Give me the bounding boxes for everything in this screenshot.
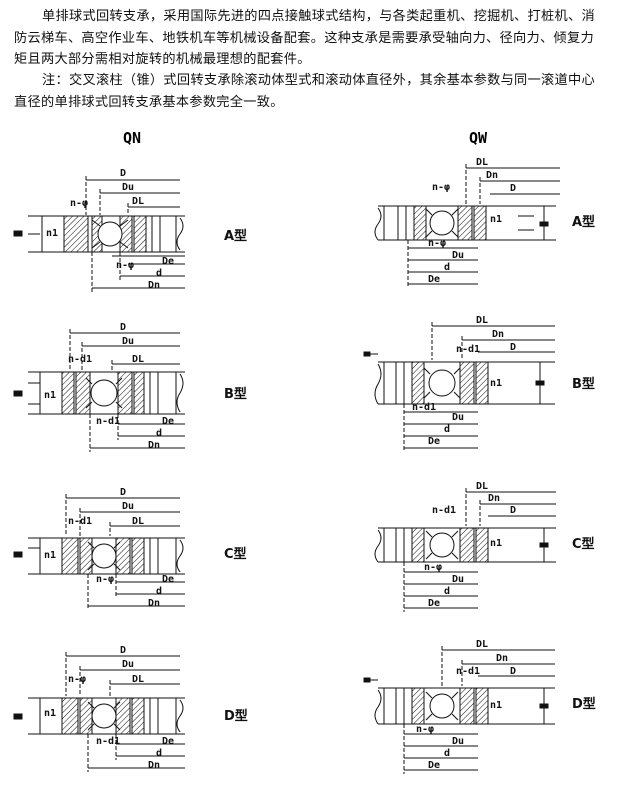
qn-a-label-D: D [120,168,126,179]
qn-b-label-DL: DL [132,354,144,365]
qn-d-label-DL: DL [132,674,144,685]
qn-a-label-De: De [162,256,174,267]
qn-b-label-Du: Du [122,336,134,347]
qw-b-label-d: d [444,424,450,435]
qw-d-label-Dn: Dn [496,653,508,664]
qn-b-label-D: D [120,322,126,333]
qw-b-label-n-d1: n-d1 [456,344,480,355]
qw-type-d-label: D型 [572,696,596,712]
qw-d-label-De: De [428,760,440,771]
qn-b-label-n1: n1 [44,390,56,401]
qn-d-label-n-d1: n-d1 [96,736,120,747]
qw-c-label-D: D [510,505,516,516]
qw-type-a-label: A型 [572,214,595,230]
qw-a-label-n-phi-bottom: n-φ [428,238,446,249]
qn-d-label-d: d [156,748,162,759]
qw-a-label-DL: DL [476,157,488,168]
qw-d-label-D: D [510,666,516,677]
qw-type-c-label: C型 [572,536,595,552]
qn-a-label-n-phi: n-φ [70,198,88,209]
qw-c-label-Dn: Dn [488,493,500,504]
qn-d-label-Du: Du [122,659,134,670]
qw-a-label-Du: Du [452,250,464,261]
qw-b-label-De: De [428,436,440,447]
qn-a-label-d: d [156,268,162,279]
qn-type-c-label: C型 [224,546,247,562]
qw-c-label-n-d1: n-d1 [432,505,456,516]
qw-b-label-n-d1-bottom: n-d1 [412,402,436,413]
qw-a-label-n-phi: n-φ [432,182,450,193]
qw-c-label-d: d [444,586,450,597]
qn-b-label-d: d [156,428,162,439]
qn-a-label-n-phi-bottom: n-φ [116,260,134,271]
intro-paragraph-2: 注：交叉滚柱（锥）式回转支承除滚动体型式和滚动体直径外，其余基本参数与同一滚道中… [14,73,595,110]
qn-type-d-drawing [13,652,185,772]
qw-c-label-n1: n1 [490,538,502,549]
qw-d-label-n-phi: n-φ [416,724,434,735]
qw-d-label-d: d [444,748,450,759]
qn-d-label-n1: n1 [44,708,56,719]
qw-b-label-Du: Du [452,412,464,423]
qn-c-label-De: De [162,574,174,585]
column-title-qn: QN [123,129,141,147]
qw-type-b-drawing [363,322,555,452]
qn-a-label-n1: n1 [46,228,58,239]
qn-type-c-drawing [13,494,185,610]
qn-type-a-label: A型 [224,228,247,244]
qn-c-label-DL: DL [132,516,144,527]
qw-c-label-De: De [428,598,440,609]
qw-c-label-Du: Du [452,574,464,585]
qn-b-label-n-d1-bottom: n-d1 [96,416,120,427]
qw-b-label-DL: DL [476,315,488,326]
qw-a-label-n1: n1 [490,214,502,225]
qw-b-label-Dn: Dn [492,329,504,340]
qw-d-label-Du: Du [452,736,464,747]
qw-a-label-D: D [510,183,516,194]
qw-type-a-drawing [374,164,560,288]
qw-type-b-label: B型 [572,376,595,392]
qw-a-label-Dn: Dn [486,170,498,181]
qw-a-label-De: De [428,274,440,285]
qn-type-d-label: D型 [224,708,248,724]
qn-b-label-De: De [162,416,174,427]
column-title-qw: QW [469,129,488,147]
qw-c-label-DL: DL [476,481,488,492]
qn-c-label-n-phi: n-φ [96,574,114,585]
qn-type-b-drawing [13,329,185,452]
qn-b-label-Dn: Dn [148,440,160,451]
qw-d-label-DL: DL [476,639,488,650]
qw-d-label-n1: n1 [490,700,502,711]
qw-c-label-n-phi: n-φ [424,562,442,573]
qn-a-label-Dn: Dn [148,280,160,291]
qn-c-label-n-d1: n-d1 [68,516,92,527]
qn-a-label-DL: DL [132,196,144,207]
qn-d-label-D: D [120,645,126,656]
qn-d-label-n-phi: n-φ [68,674,86,685]
qn-c-label-Du: Du [122,501,134,512]
qw-a-label-d: d [444,262,450,273]
qn-c-label-d: d [156,586,162,597]
qn-a-label-Du: Du [122,182,134,193]
qn-c-label-Dn: Dn [148,598,160,609]
qn-type-b-label: B型 [224,386,247,402]
qw-type-d-drawing [363,646,555,774]
qw-b-label-D: D [510,342,516,353]
intro-paragraph-1: 单排球式回转支承，采用国际先进的四点接触球式结构，与各类起重机、挖掘机、打桩机、… [14,9,595,67]
qn-b-label-n-d1: n-d1 [68,354,92,365]
qw-d-label-n-d1: n-d1 [456,666,480,677]
qn-type-a-drawing [13,176,185,292]
qn-c-label-D: D [120,487,126,498]
qn-d-label-Dn: Dn [148,760,160,771]
qn-c-label-n1: n1 [44,550,56,561]
qw-type-c-drawing [374,488,556,612]
qw-b-label-n1: n1 [490,378,502,389]
qn-d-label-De: De [162,736,174,747]
